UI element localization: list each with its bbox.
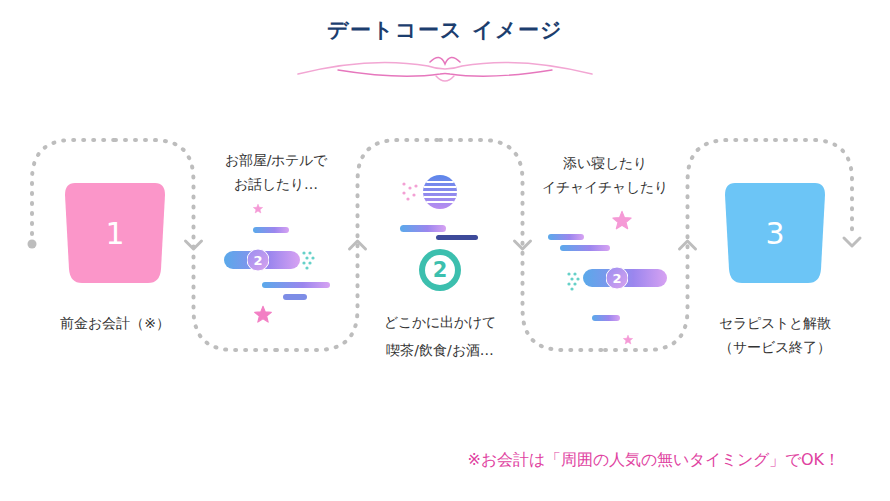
cuddle-illustration bbox=[613, 211, 631, 228]
outing-illustration bbox=[426, 181, 453, 183]
cuddle-illustration bbox=[567, 282, 570, 285]
step-number: 2 bbox=[606, 267, 628, 289]
step-node: 添い寝したり イチャイチャしたり 2 bbox=[540, 145, 670, 350]
step-box bbox=[725, 183, 825, 283]
ring-shape: 2 bbox=[419, 249, 461, 291]
cuddle-illustration bbox=[560, 245, 610, 251]
step-number: 2 bbox=[419, 249, 461, 291]
caption-slot: どこかに出かけて 喫茶/飲食/お酒… bbox=[375, 308, 505, 364]
step-caption: お部屋/ホテルで お話したり… bbox=[212, 148, 340, 196]
room-illustration bbox=[305, 256, 308, 259]
step-caption: 前金お会計（※） bbox=[55, 311, 175, 335]
pill-shape: 2 bbox=[606, 267, 628, 289]
step-badge bbox=[606, 267, 628, 289]
arrow-head bbox=[350, 241, 366, 249]
step-node: 2 どこかに出かけて 喫茶/飲食/お酒… bbox=[375, 140, 505, 366]
room-illustration bbox=[302, 251, 314, 269]
cuddle-illustration bbox=[576, 277, 579, 280]
outing-illustration bbox=[406, 197, 409, 200]
room-illustration bbox=[262, 282, 330, 288]
arrow-head bbox=[186, 241, 202, 249]
room-illustration bbox=[308, 251, 311, 254]
outing-illustration bbox=[400, 225, 446, 232]
outing-illustration bbox=[412, 193, 415, 196]
room-illustration bbox=[302, 261, 305, 264]
room-illustration bbox=[311, 256, 314, 259]
outing-illustration bbox=[426, 201, 453, 203]
cuddle-illustration bbox=[570, 277, 573, 280]
caption-slot: お部屋/ホテルで お話したり… bbox=[212, 148, 340, 196]
room-illustration bbox=[253, 204, 262, 213]
outing-illustration bbox=[414, 184, 417, 187]
outing-illustration bbox=[424, 196, 456, 198]
room-illustration bbox=[253, 227, 289, 233]
caption-slot: セラピストと解散 （サービス終了） bbox=[705, 311, 845, 359]
step-number: 1 bbox=[65, 183, 165, 283]
cuddle-illustration bbox=[567, 272, 579, 290]
cuddle-illustration bbox=[548, 234, 584, 240]
cuddle-illustration bbox=[567, 272, 570, 275]
note-label: ※お会計は「周囲の人気の無いタイミング」でOK！ bbox=[0, 450, 840, 471]
step-caption: セラピストと解散 （サービス終了） bbox=[705, 311, 845, 359]
room-illustration bbox=[308, 261, 311, 264]
flow-lead bbox=[844, 238, 860, 246]
step-number: 3 bbox=[725, 183, 825, 283]
title-flourish bbox=[430, 57, 460, 64]
room-illustration bbox=[224, 204, 330, 322]
cuddle-illustration bbox=[548, 211, 667, 343]
step-caption: どこかに出かけて 喫茶/飲食/お酒… bbox=[375, 308, 505, 364]
step-node: 3 セラピストと解散 （サービス終了） bbox=[705, 140, 845, 361]
outing-illustration bbox=[400, 175, 478, 240]
box-shape: 3 bbox=[725, 183, 825, 283]
step-caption: 添い寝したり イチャイチャしたり bbox=[540, 151, 670, 199]
outing-illustration bbox=[402, 191, 405, 194]
title-flourish bbox=[298, 57, 592, 81]
pill-shape: 2 bbox=[247, 249, 269, 271]
room-illustration bbox=[255, 306, 272, 322]
caption-slot: 前金お会計（※） bbox=[55, 311, 175, 335]
diagram-title: デートコース イメージ bbox=[0, 16, 890, 44]
box-shape: 1 bbox=[65, 183, 165, 283]
cuddle-illustration bbox=[592, 315, 620, 321]
outing-illustration bbox=[424, 186, 456, 188]
room-illustration bbox=[305, 266, 308, 269]
outing-illustration bbox=[423, 182, 457, 202]
cuddle-illustration bbox=[573, 272, 576, 275]
step-box bbox=[65, 183, 165, 283]
step-badge bbox=[247, 249, 269, 271]
step-ring bbox=[419, 249, 461, 291]
room-illustration bbox=[283, 294, 307, 300]
caption-slot: 添い寝したり イチャイチャしたり bbox=[540, 151, 670, 199]
outing-illustration bbox=[402, 182, 405, 185]
step-node: お部屋/ホテルで お話したり… 2 bbox=[212, 145, 340, 350]
room-illustration bbox=[302, 251, 305, 254]
arrow-head bbox=[515, 241, 531, 249]
arrow-head bbox=[680, 241, 696, 249]
outing-illustration bbox=[402, 182, 417, 200]
step-number: 2 bbox=[247, 249, 269, 271]
cuddle-illustration bbox=[570, 287, 573, 290]
title-flourish bbox=[436, 76, 454, 81]
outing-illustration bbox=[408, 186, 411, 189]
cuddle-illustration bbox=[573, 282, 576, 285]
outing-illustration bbox=[436, 235, 478, 240]
cuddle-illustration bbox=[623, 335, 632, 344]
title-flourish bbox=[338, 70, 552, 76]
step-node: 1 前金お会計（※） bbox=[55, 140, 175, 350]
outing-illustration bbox=[423, 175, 457, 209]
start-dot bbox=[28, 240, 37, 249]
outing-illustration bbox=[423, 191, 457, 193]
